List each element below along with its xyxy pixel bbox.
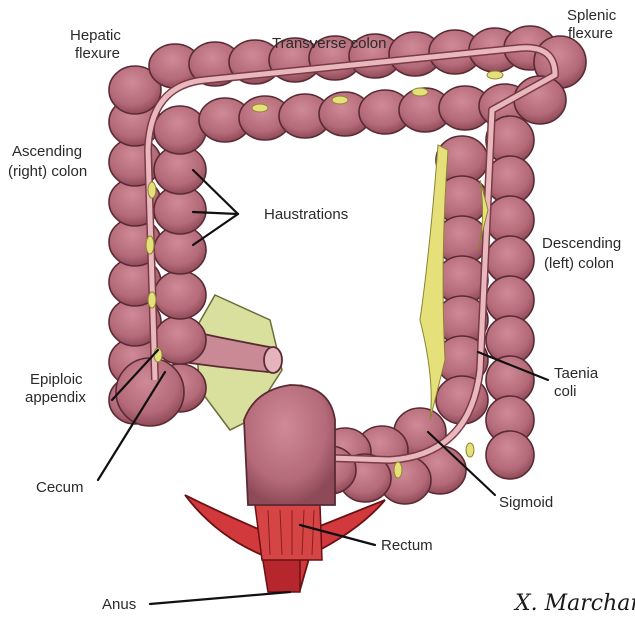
label-ascending-colon-1: Ascending bbox=[12, 143, 82, 160]
label-taenia-coli-2: coli bbox=[554, 383, 577, 400]
label-epiploic-appendix-1: Epiploic bbox=[30, 371, 83, 388]
artist-signature: X. Marchand bbox=[513, 591, 635, 616]
label-ascending-colon-2: (right) colon bbox=[8, 163, 87, 180]
label-descending-colon-1: Descending bbox=[542, 235, 621, 252]
sigmoid-rectal-junction bbox=[244, 385, 335, 505]
label-descending-colon-2: (left) colon bbox=[544, 255, 614, 272]
label-cecum: Cecum bbox=[36, 479, 84, 496]
label-sigmoid: Sigmoid bbox=[499, 494, 553, 511]
label-taenia-coli-1: Taenia bbox=[554, 365, 599, 382]
label-hepatic-flexure-1: Hepatic bbox=[70, 27, 121, 44]
haustrum bbox=[154, 106, 206, 154]
label-splenic-flexure-1: Splenic bbox=[567, 7, 617, 24]
label-hepatic-flexure-2: flexure bbox=[75, 45, 120, 62]
label-haustrations: Haustrations bbox=[264, 206, 348, 223]
label-rectum: Rectum bbox=[381, 537, 433, 554]
label-splenic-flexure-2: flexure bbox=[568, 25, 613, 42]
label-transverse-colon: Transverse colon bbox=[272, 35, 387, 52]
haustrum bbox=[154, 271, 206, 319]
haustrum bbox=[486, 431, 534, 479]
label-epiploic-appendix-2: appendix bbox=[25, 389, 86, 406]
haustrum bbox=[116, 358, 184, 426]
label-anus: Anus bbox=[102, 596, 136, 613]
